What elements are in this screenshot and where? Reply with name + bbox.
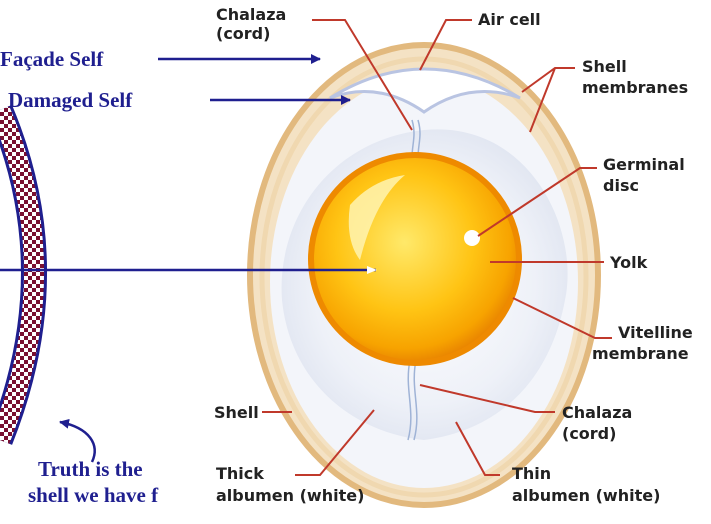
egg — [250, 45, 598, 505]
yolk — [311, 155, 519, 363]
annotation-facade-self: Façade Self — [0, 47, 104, 71]
checkered-shell-arc — [0, 110, 34, 440]
label-chalaza-top: Chalaza(cord) — [216, 5, 286, 43]
annotation-damaged-self: Damaged Self — [8, 88, 133, 112]
label-chalaza-bottom: Chalaza(cord) — [562, 403, 632, 443]
label-yolk: Yolk — [609, 253, 648, 272]
label-shell: Shell — [214, 403, 259, 422]
arrow-truth — [60, 422, 95, 462]
label-air-cell: Air cell — [478, 10, 541, 29]
germinal-disc — [464, 230, 480, 246]
